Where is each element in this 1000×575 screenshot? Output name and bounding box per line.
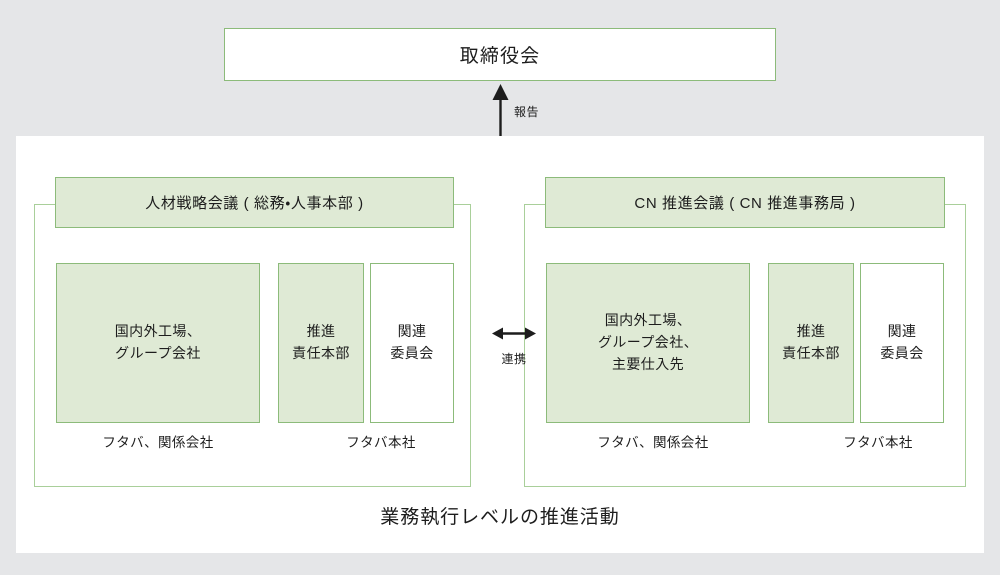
unit-box-label: 関連 委員会 (880, 323, 924, 361)
unit-box-label: 推進 責任本部 (782, 323, 840, 361)
footnote-label: フタバ、関係会社 (597, 435, 709, 450)
arrow-up-icon (492, 84, 509, 138)
unit-box-plants-group-suppliers: 国内外工場、 グループ会社、 主要仕入先 (546, 263, 750, 423)
unit-box-related-committee: 関連 委員会 (860, 263, 944, 423)
group-header-label: CN 推進会議 ( CN 推進事務局 ) (634, 195, 856, 212)
link-flow-label: 連携 (501, 352, 527, 366)
unit-box-label: 推進 責任本部 (292, 323, 350, 361)
unit-box-plants-group-companies: 国内外工場、 グループ会社 (56, 263, 260, 423)
execution-level-container: 人材戦略会議 ( 総務・人事本部 ) 国内外工場、 グループ会社 推進 責任本部… (16, 136, 984, 553)
diagram-caption: 業務執行レベルの推進活動 (380, 507, 620, 528)
group-header-cn-promotion: CN 推進会議 ( CN 推進事務局 ) (545, 177, 945, 228)
unit-row-cn-promotion: 国内外工場、 グループ会社、 主要仕入先 推進 責任本部 関連 委員会 (525, 263, 965, 423)
group-header-hr-strategy: 人材戦略会議 ( 総務・人事本部 ) (55, 177, 454, 228)
unit-row-hr-strategy: 国内外工場、 グループ会社 推進 責任本部 関連 委員会 (35, 263, 470, 423)
unit-box-label: 国内外工場、 グループ会社、 主要仕入先 (597, 312, 699, 372)
footnote-label: フタバ、関係会社 (102, 435, 214, 450)
unit-box-promotion-hq: 推進 責任本部 (278, 263, 364, 423)
group-header-label: 人材戦略会議 ( 総務・人事本部 ) (145, 195, 364, 212)
footnote-row-hr-strategy: フタバ、関係会社 フタバ本社 (35, 431, 470, 453)
unit-box-label: 国内外工場、 グループ会社 (114, 323, 202, 361)
board-of-directors-box: 取締役会 (224, 28, 776, 81)
footnote-label: フタバ本社 (346, 435, 416, 450)
unit-box-promotion-hq: 推進 責任本部 (768, 263, 854, 423)
unit-box-related-committee: 関連 委員会 (370, 263, 454, 423)
group-panel-hr-strategy: 人材戦略会議 ( 総務・人事本部 ) 国内外工場、 グループ会社 推進 責任本部… (34, 177, 471, 487)
unit-box-label: 関連 委員会 (390, 323, 434, 361)
board-of-directors-label: 取締役会 (459, 46, 541, 67)
arrow-left-right-icon (487, 326, 541, 346)
report-flow-label: 報告 (514, 105, 539, 119)
link-flow: 連携 (487, 326, 541, 367)
footnote-row-cn-promotion: フタバ、関係会社 フタバ本社 (525, 431, 965, 453)
group-panel-cn-promotion: CN 推進会議 ( CN 推進事務局 ) 国内外工場、 グループ会社、 主要仕入… (524, 177, 966, 487)
footnote-label: フタバ本社 (843, 435, 913, 450)
